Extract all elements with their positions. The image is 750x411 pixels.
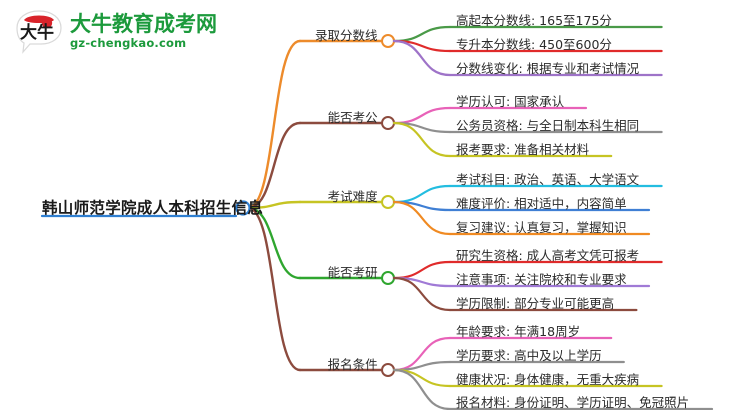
leaf-node-label[interactable]: 报考要求: 准备相关材料	[456, 142, 590, 157]
branch-node-label[interactable]: 能否考研	[327, 265, 378, 280]
leaf-node-label[interactable]: 年龄要求: 年满18周岁	[456, 324, 581, 339]
leaf-node-label[interactable]: 研究生资格: 成人高考文凭可报考	[456, 248, 640, 263]
logo-title: 大牛教育成考网	[70, 12, 217, 37]
branch-node-label[interactable]: 考试难度	[327, 189, 378, 204]
branch-node-label[interactable]: 录取分数线	[315, 28, 378, 43]
leaf-node-label[interactable]: 分数线变化: 根据专业和考试情况	[456, 61, 640, 76]
logo-text-block: 大牛教育成考网 gz-chengkao.com	[70, 14, 217, 50]
leaf-node-label[interactable]: 学历认可: 国家承认	[456, 94, 565, 109]
root-node-label: 韩山师范学院成人本科招生信息	[42, 199, 264, 217]
leaf-node-label[interactable]: 报名材料: 身份证明、学历证明、免冠照片	[456, 395, 690, 410]
leaf-node-label[interactable]: 复习建议: 认真复习，掌握知识	[456, 220, 627, 235]
leaf-node-label[interactable]: 难度评价: 相对适中，内容简单	[456, 196, 627, 211]
leaf-node-label[interactable]: 注意事项: 关注院校和专业要求	[456, 272, 627, 287]
logo-subtitle: gz-chengkao.com	[70, 36, 187, 51]
leaf-node-label[interactable]: 高起本分数线: 165至175分	[456, 13, 612, 28]
leaf-node-label[interactable]: 考试科目: 政治、英语、大学语文	[456, 172, 640, 187]
branch-node-label[interactable]: 报名条件	[327, 357, 378, 372]
leaf-node-label[interactable]: 学历要求: 高中及以上学历	[456, 348, 602, 363]
leaf-node-label[interactable]: 公务员资格: 与全日制本科生相同	[456, 118, 640, 133]
leaf-node-label[interactable]: 健康状况: 身体健康，无重大疾病	[456, 372, 640, 387]
branch-node-label[interactable]: 能否考公	[327, 110, 378, 125]
leaf-node-label[interactable]: 学历限制: 部分专业可能更高	[456, 296, 615, 311]
site-logo: 大牛 大牛教育成考网 gz-chengkao.com	[14, 6, 254, 58]
svg-text:大牛: 大牛	[20, 22, 54, 43]
logo-mark-icon: 大牛	[14, 9, 64, 55]
leaf-node-label[interactable]: 专升本分数线: 450至600分	[456, 37, 612, 52]
